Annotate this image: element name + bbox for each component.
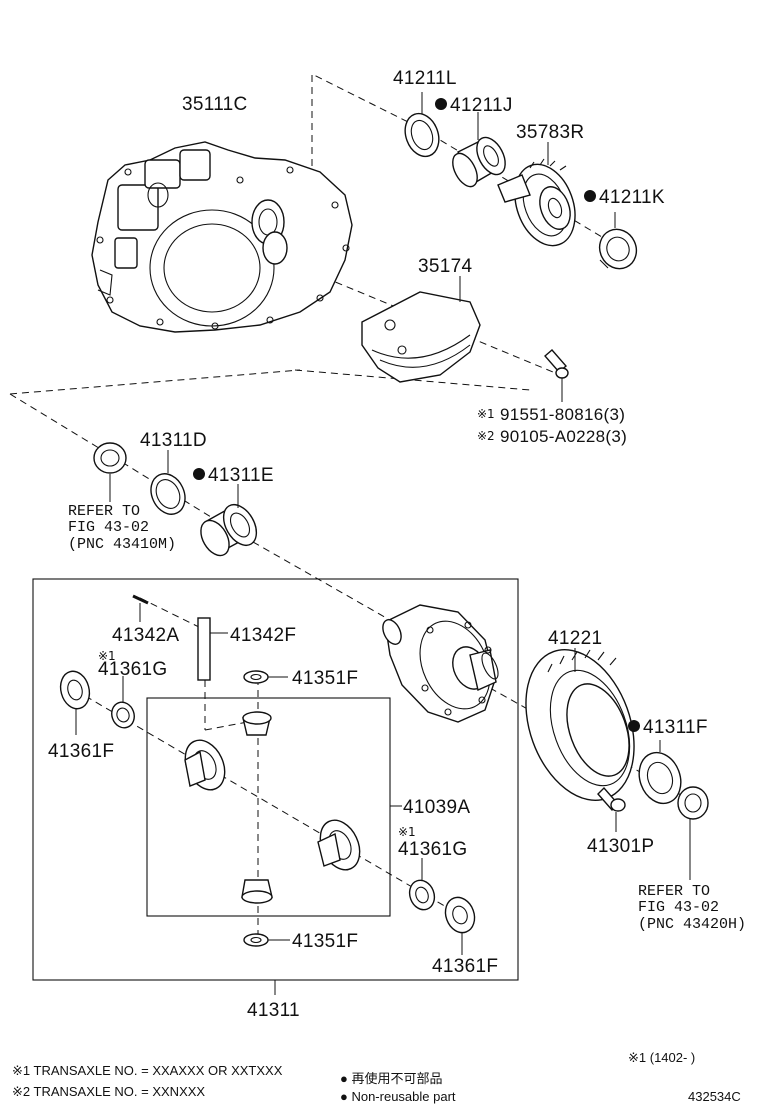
label-41211K: 41211K bbox=[599, 187, 665, 208]
date-range-note: ※1 (1402- ) bbox=[628, 1050, 695, 1065]
label-41351F-top: 41351F bbox=[292, 668, 358, 689]
bearing-41211J bbox=[452, 112, 506, 188]
bolt-91551-90105 bbox=[544, 349, 569, 402]
pinion-gear-top bbox=[242, 711, 272, 736]
bearing-41311F bbox=[638, 740, 682, 805]
label-41301P: 41301P bbox=[587, 836, 654, 857]
pinion-shaft-41342F bbox=[197, 617, 228, 681]
label-41311: 41311 bbox=[247, 1000, 300, 1021]
mark-note2-bolt: ※2 bbox=[477, 429, 495, 443]
refer-right-line2: FIG 43-02 bbox=[638, 899, 719, 916]
label-41342F: 41342F bbox=[230, 625, 296, 646]
label-41361F-bottom: 41361F bbox=[432, 956, 498, 977]
cover-35174 bbox=[361, 276, 481, 383]
label-41211J: 41211J bbox=[450, 95, 513, 116]
legend-japanese: ● 再使用不可部品 bbox=[340, 1071, 442, 1086]
non-reusable-dot-41311F bbox=[628, 720, 640, 732]
washer-41361G-top bbox=[111, 676, 135, 729]
label-bolt2: 90105-A0228(3) bbox=[500, 427, 627, 446]
non-reusable-dot-41211J bbox=[435, 98, 447, 110]
thrust-washer-41351F-bottom bbox=[243, 933, 290, 947]
non-reusable-dot-41311E bbox=[193, 468, 205, 480]
footnote-2: ※2 TRANSAXLE NO. = XXNXXX bbox=[12, 1084, 205, 1099]
label-41342A: 41342A bbox=[112, 625, 179, 646]
transaxle-case-35111C bbox=[91, 141, 353, 333]
label-41311D: 41311D bbox=[140, 430, 207, 451]
non-reusable-dot-41211K bbox=[584, 190, 596, 202]
side-gear-right bbox=[317, 819, 361, 871]
bearing-41211K bbox=[598, 212, 638, 270]
oil-seal-refer-43420H bbox=[677, 786, 709, 880]
drive-gear-35783R bbox=[497, 142, 576, 247]
label-41221: 41221 bbox=[548, 628, 602, 649]
refer-right-line3: (PNC 43420H) bbox=[638, 916, 746, 933]
label-35174: 35174 bbox=[418, 256, 472, 277]
refer-left-line1: REFER TO bbox=[68, 503, 140, 520]
label-35783R: 35783R bbox=[516, 122, 584, 143]
label-41039A: 41039A bbox=[403, 797, 470, 818]
label-bolt1: 91551-80816(3) bbox=[500, 405, 625, 424]
legend-english: ● Non-reusable part bbox=[340, 1089, 456, 1104]
assembly-box-41311 bbox=[32, 578, 519, 995]
side-gear-left bbox=[184, 739, 226, 791]
bolt-41301P bbox=[597, 786, 626, 832]
footnote-1: ※1 TRANSAXLE NO. = XXAXXX OR XXTXXX bbox=[12, 1063, 283, 1078]
label-41311E: 41311E bbox=[208, 465, 274, 486]
label-41351F-bottom: 41351F bbox=[292, 931, 358, 952]
mark-note1-bolt: ※1 bbox=[477, 407, 495, 421]
refer-right-line1: REFER TO bbox=[638, 883, 710, 900]
label-41361G-bottom: 41361G bbox=[398, 839, 467, 860]
oil-seal-41361F-left bbox=[59, 670, 91, 735]
label-41211L: 41211L bbox=[393, 68, 457, 89]
thrust-washer-41351F-top bbox=[243, 670, 288, 684]
refer-left-line2: FIG 43-02 bbox=[68, 519, 149, 536]
oil-seal-41211L bbox=[404, 92, 440, 158]
bearing-41311E bbox=[200, 484, 258, 557]
pin-41342A bbox=[132, 594, 149, 622]
mark-note1-41361G-bottom: ※1 bbox=[398, 825, 416, 839]
refer-left-line3: (PNC 43410M) bbox=[68, 536, 176, 553]
pinion-gear-bottom bbox=[241, 879, 273, 904]
label-41311F: 41311F bbox=[643, 717, 708, 738]
mark-note1-41361G-top: ※1 bbox=[98, 649, 116, 663]
label-41361F-left: 41361F bbox=[48, 741, 114, 762]
figure-id: 432534C bbox=[688, 1089, 741, 1104]
ring-gear-41221 bbox=[525, 648, 635, 801]
oil-seal-41361F-bottom bbox=[444, 896, 476, 955]
oil-seal-refer-43410M bbox=[93, 442, 127, 502]
shim-41311D bbox=[150, 450, 186, 515]
differential-case bbox=[382, 604, 499, 723]
label-35111C: 35111C bbox=[182, 94, 248, 115]
label-41361G-top: 41361G bbox=[98, 659, 167, 680]
washer-41361G-bottom bbox=[408, 858, 436, 911]
